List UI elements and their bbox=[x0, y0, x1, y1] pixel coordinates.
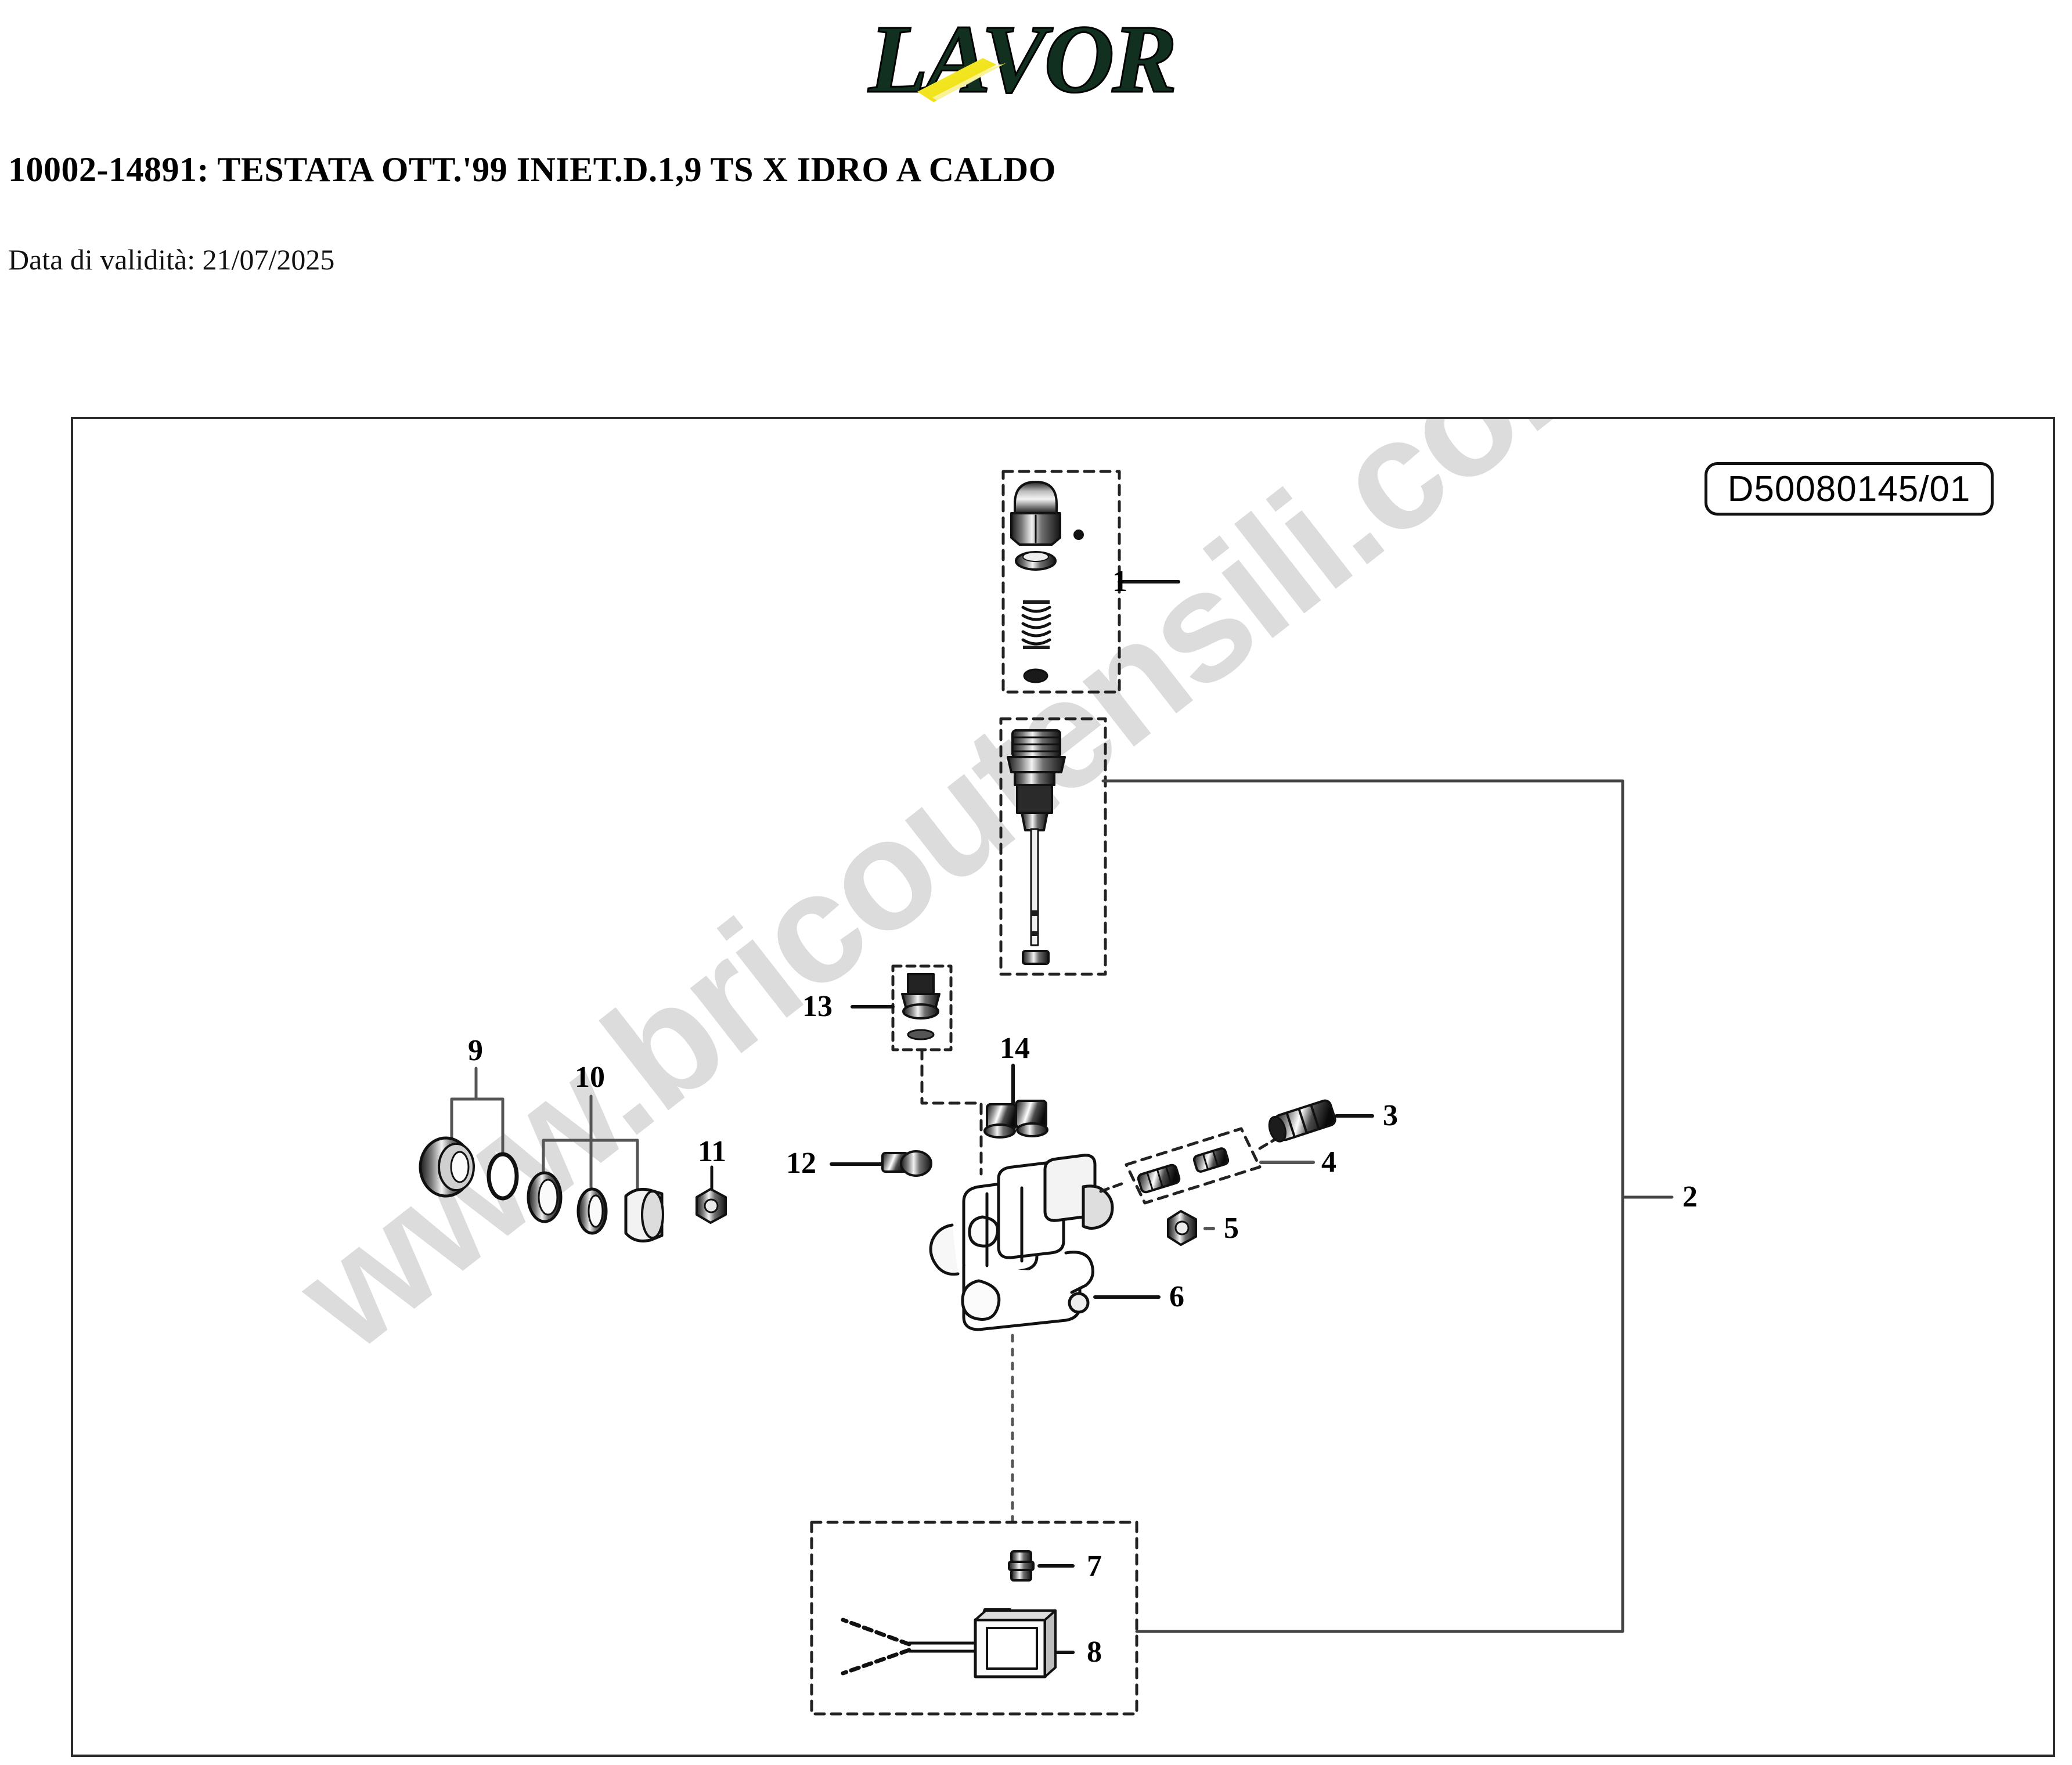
callout-4: 4 bbox=[1321, 1146, 1336, 1179]
callout-8: 8 bbox=[1087, 1636, 1102, 1669]
site-watermark: www.bricoutensili.com bbox=[266, 417, 1657, 1384]
lavor-logo-svg: LAVOR bbox=[867, 5, 1179, 114]
page-title: 10002-14891: TESTATA OTT.'99 INIET.D.1,9… bbox=[8, 150, 1056, 189]
callout-7: 7 bbox=[1087, 1550, 1102, 1583]
callout-5: 5 bbox=[1224, 1212, 1239, 1245]
drawing-frame: www.bricoutensili.com bbox=[71, 417, 2055, 1757]
drawing-number-text: D50080145/01 bbox=[1727, 469, 1971, 509]
callout-9: 9 bbox=[468, 1034, 483, 1067]
drawing-number-badge: D50080145/01 bbox=[1705, 462, 1994, 516]
callout-11: 11 bbox=[698, 1135, 727, 1168]
callout-2: 2 bbox=[1682, 1180, 1698, 1213]
callout-6: 6 bbox=[1169, 1280, 1184, 1313]
callout-14: 14 bbox=[1000, 1032, 1030, 1065]
callout-13: 13 bbox=[802, 990, 833, 1023]
callout-3: 3 bbox=[1383, 1099, 1398, 1132]
validity-date: Data di validità: 21/07/2025 bbox=[8, 243, 335, 276]
lavor-logo: LAVOR bbox=[864, 5, 1235, 115]
callout-1: 1 bbox=[1112, 565, 1127, 598]
callout-10: 10 bbox=[575, 1061, 605, 1094]
svg-text:LAVOR: LAVOR bbox=[867, 5, 1175, 113]
callout-12: 12 bbox=[786, 1147, 816, 1180]
